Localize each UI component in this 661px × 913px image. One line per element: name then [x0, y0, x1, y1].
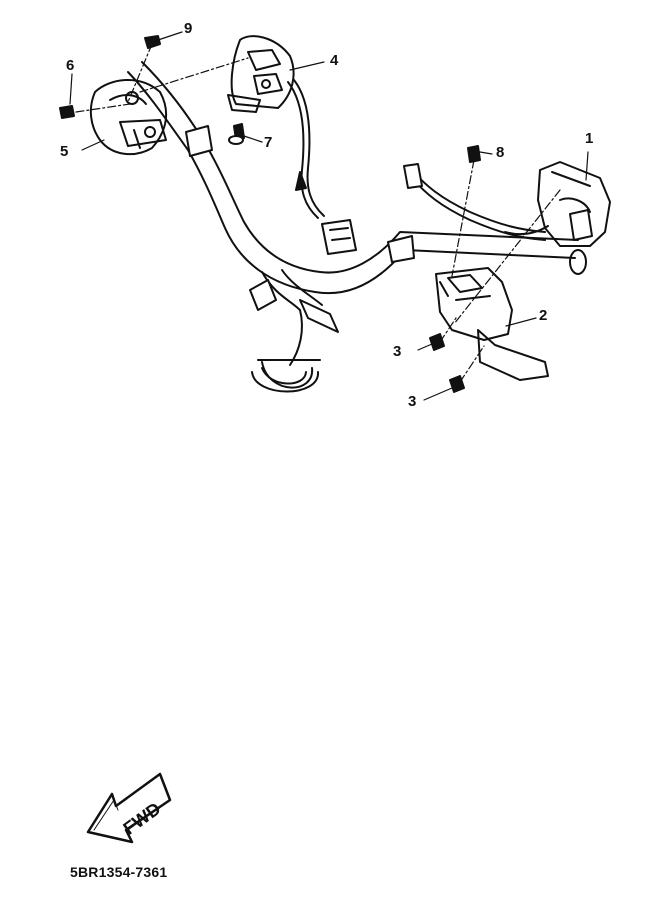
callout-7: 7	[264, 134, 273, 151]
callout-8: 8	[496, 144, 505, 161]
leader-lines	[69, 31, 589, 401]
callout-9: 9	[184, 20, 193, 37]
callout-3a: 3	[393, 343, 402, 360]
callout-5: 5	[60, 143, 69, 160]
right-handlebar-switch	[403, 161, 611, 247]
diagram-code: 5BR1354-7361	[70, 864, 168, 880]
screws	[59, 35, 481, 393]
handlebar	[127, 61, 587, 295]
callout-3b: 3	[408, 393, 417, 410]
callout-1: 1	[585, 130, 594, 147]
handlebar-stem	[249, 269, 339, 393]
callout-2: 2	[539, 307, 548, 324]
callout-4: 4	[330, 52, 339, 69]
left-switch-rear-housing	[227, 35, 357, 255]
assembly-lines	[75, 43, 561, 383]
master-cylinder	[435, 267, 549, 381]
callout-6: 6	[66, 57, 75, 74]
fwd-arrow-icon	[86, 772, 172, 844]
left-handlebar-switch	[89, 78, 168, 156]
